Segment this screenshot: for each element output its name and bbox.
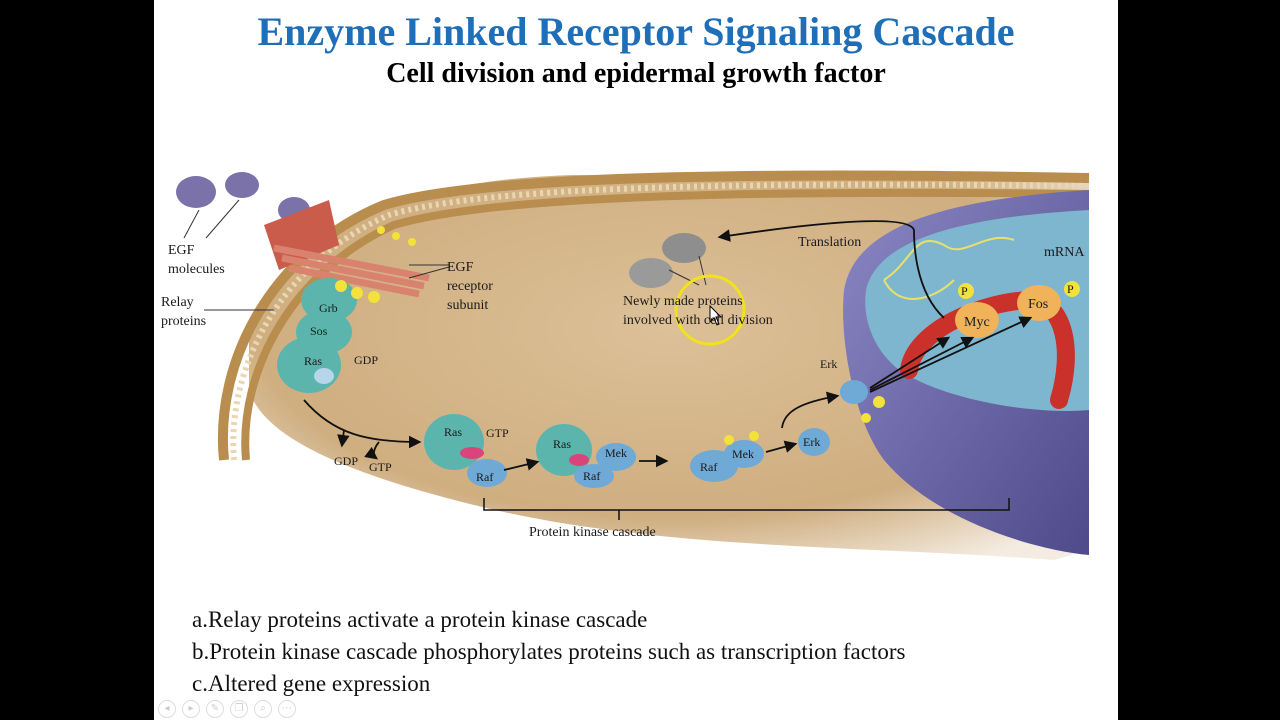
- label-relay-2: proteins: [161, 314, 206, 329]
- label-protein-kinase-cascade: Protein kinase cascade: [529, 525, 656, 540]
- bullet-item: b.Protein kinase cascade phosphorylates …: [192, 636, 905, 668]
- label-fos: Fos: [1028, 297, 1048, 312]
- label-new-proteins-2: involved with cell division: [623, 313, 773, 328]
- label-egf-molecules-2: molecules: [168, 262, 225, 277]
- label-egfr-2: receptor: [447, 279, 493, 294]
- label-p-fos: P: [1067, 282, 1074, 296]
- label-translation: Translation: [798, 235, 861, 250]
- label-raf-1: Raf: [476, 470, 493, 484]
- label-ras-3: Ras: [553, 437, 571, 451]
- slide-title: Enzyme Linked Receptor Signaling Cascade: [154, 8, 1118, 55]
- label-raf-2: Raf: [583, 469, 600, 483]
- label-mrna: mRNA: [1044, 245, 1085, 260]
- label-mek-2: Mek: [732, 447, 754, 461]
- label-egfr-3: subunit: [447, 298, 488, 313]
- label-erk-2: Erk: [820, 357, 837, 371]
- label-gtp-1: GTP: [369, 460, 392, 474]
- erk-active-protein: [840, 380, 868, 404]
- label-ras-2: Ras: [444, 425, 462, 439]
- slide: Enzyme Linked Receptor Signaling Cascade…: [154, 0, 1118, 720]
- label-myc: Myc: [964, 315, 990, 330]
- label-ras-1: Ras: [304, 354, 322, 368]
- label-egfr-1: EGF: [447, 260, 474, 275]
- label-new-proteins-1: Newly made proteins: [623, 294, 743, 309]
- more-icon[interactable]: ⋯: [278, 700, 296, 718]
- label-p-myc: P: [961, 284, 968, 298]
- label-relay-1: Relay: [161, 295, 194, 310]
- pen-icon[interactable]: ✎: [206, 700, 224, 718]
- slide-player-toolbar: ◂ ▸ ✎ ❐ ⌕ ⋯: [158, 700, 296, 718]
- bullet-list: a.Relay proteins activate a protein kina…: [192, 604, 905, 700]
- label-mek-1: Mek: [605, 446, 627, 460]
- signaling-diagram: EGF molecules Relay proteins EGF recepto…: [154, 160, 1118, 570]
- slide-subtitle: Cell division and epidermal growth facto…: [154, 58, 1118, 90]
- label-sos: Sos: [310, 324, 328, 338]
- label-egf-molecules-1: EGF: [168, 243, 195, 258]
- label-gdp-1: GDP: [354, 353, 378, 367]
- play-icon[interactable]: ▸: [182, 700, 200, 718]
- bullet-item: c.Altered gene expression: [192, 668, 905, 700]
- copy-icon[interactable]: ❐: [230, 700, 248, 718]
- zoom-icon[interactable]: ⌕: [254, 700, 272, 718]
- label-gtp-2: GTP: [486, 426, 509, 440]
- label-raf-3: Raf: [700, 460, 717, 474]
- label-gdp-2: GDP: [334, 454, 358, 468]
- label-grb: Grb: [319, 301, 338, 315]
- prev-icon[interactable]: ◂: [158, 700, 176, 718]
- label-erk-1: Erk: [803, 435, 820, 449]
- bullet-item: a.Relay proteins activate a protein kina…: [192, 604, 905, 636]
